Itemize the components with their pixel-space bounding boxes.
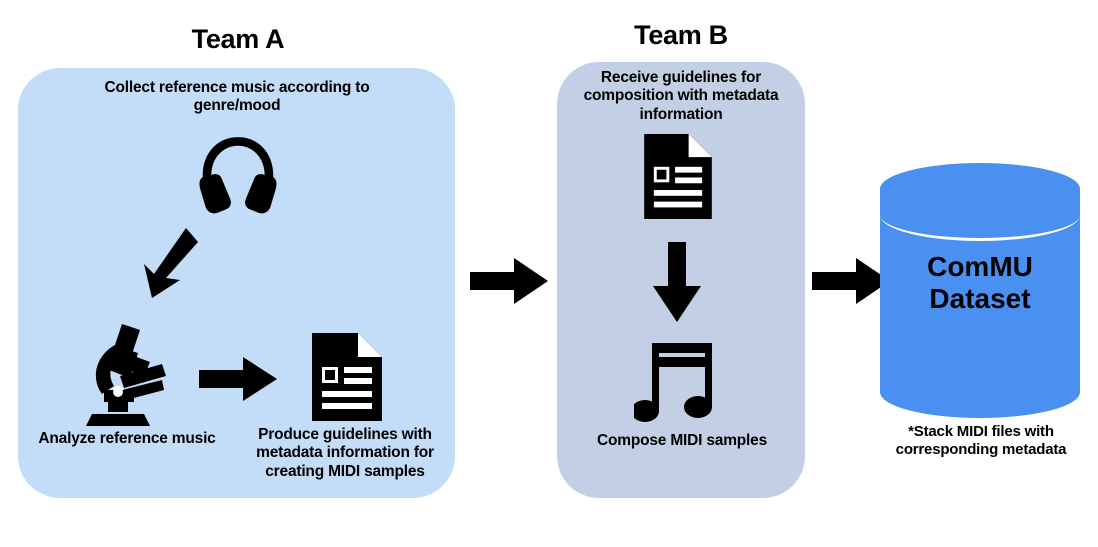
team-b-title: Team B — [634, 20, 728, 50]
team-b-step2-caption: Compose MIDI samples — [597, 432, 767, 449]
headphones-icon — [195, 132, 281, 218]
database-seam — [880, 189, 1080, 241]
music-note-icon — [634, 343, 716, 422]
database-label-line1: ComMU — [927, 251, 1033, 282]
flow-arrow-a-to-b — [470, 258, 548, 304]
team-b-step1-caption: Receive guidelines for composition with … — [583, 69, 779, 123]
database-label-line2: Dataset — [929, 283, 1031, 315]
team-a-title: Team A — [191, 24, 285, 54]
arrow-down-left-icon — [138, 226, 200, 300]
database-label: ComMU Dataset — [880, 251, 1080, 315]
database-cylinder-icon: ComMU Dataset — [880, 163, 1080, 418]
database-footnote: *Stack MIDI files with corresponding met… — [895, 423, 1067, 458]
flow-arrow-b-to-database — [812, 258, 890, 304]
team-a-step1-caption: Collect reference music according to gen… — [104, 79, 370, 115]
document-metadata-icon-b — [644, 134, 712, 219]
arrow-right-icon-inner — [199, 357, 277, 401]
document-metadata-icon-a — [312, 333, 382, 421]
team-a-step3-caption: Produce guidelines with metadata informa… — [256, 426, 434, 480]
arrow-down-icon — [653, 242, 701, 322]
team-a-step2-caption: Analyze reference music — [38, 430, 216, 447]
microscope-icon — [82, 320, 170, 426]
